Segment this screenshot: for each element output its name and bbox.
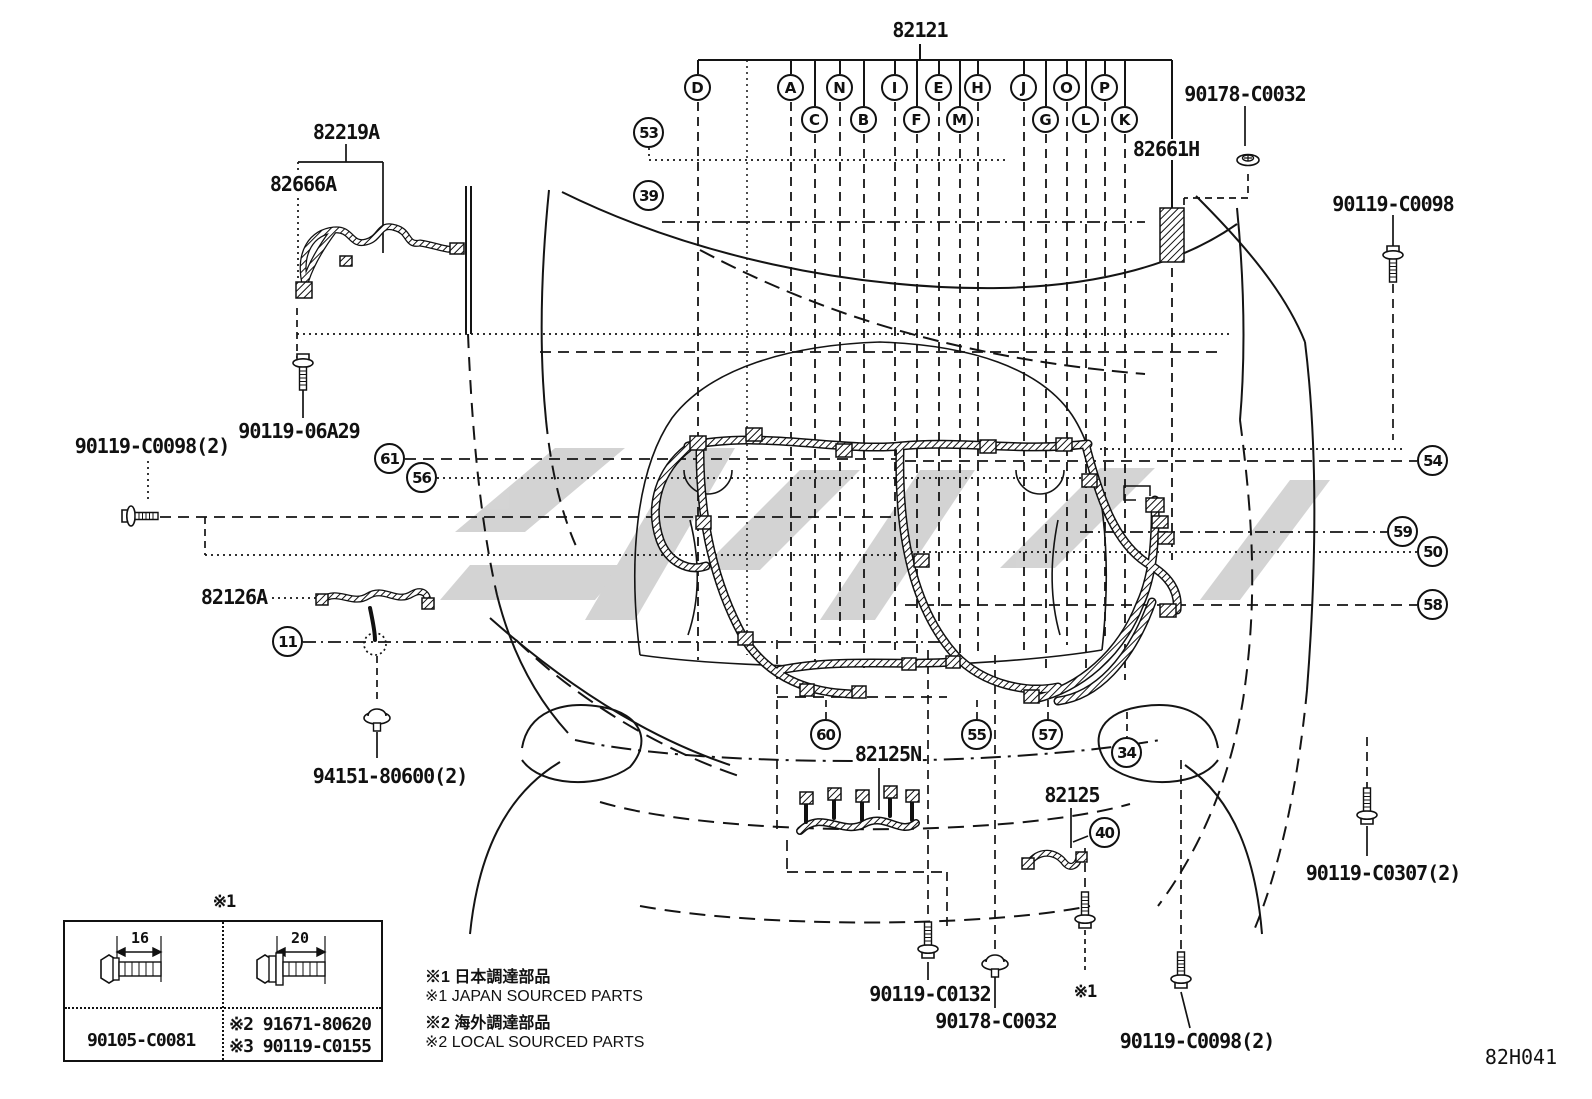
- bolt-icon-90119-C0132: [917, 921, 939, 959]
- callout-letter-H[interactable]: H: [964, 74, 991, 101]
- bolt-icon-90119-06A29: [292, 353, 314, 391]
- part-label-82126A[interactable]: 82126A: [198, 585, 270, 609]
- part-label-82661H[interactable]: 82661H: [1130, 137, 1202, 161]
- diagram-code: 82H041: [1482, 1045, 1560, 1069]
- part-label-90119-C0307[interactable]: 90119-C0307(2): [1303, 861, 1463, 885]
- callout-letter-L[interactable]: L: [1072, 106, 1099, 133]
- bolt-icon-90119-C0098-bottom: [1170, 951, 1192, 989]
- legend-jp-local-sourced: ※2 海外調達部品: [425, 1015, 551, 1032]
- table-ref-mark: ※1: [210, 892, 238, 912]
- connector-82661H: [1159, 207, 1185, 263]
- callout-number-53[interactable]: 53: [633, 117, 664, 148]
- callout-letter-M[interactable]: M: [946, 106, 973, 133]
- callout-letter-O[interactable]: O: [1053, 74, 1080, 101]
- callout-number-50[interactable]: 50: [1417, 536, 1448, 567]
- callout-letter-F[interactable]: F: [903, 106, 930, 133]
- callout-number-61[interactable]: 61: [374, 443, 405, 474]
- part-label-90119-06A29[interactable]: 90119-06A29: [236, 419, 362, 443]
- table-part-91671-80620[interactable]: ※2 91671-80620: [229, 1014, 372, 1035]
- part-label-82219A[interactable]: 82219A: [310, 120, 382, 144]
- part-label-90178-C0032-bottom[interactable]: 90178-C0032: [933, 1009, 1059, 1033]
- callout-tree: [697, 44, 1173, 680]
- table-part-90105-C0081[interactable]: 90105-C0081: [87, 1030, 196, 1051]
- part-label-90119-C0132[interactable]: 90119-C0132: [867, 982, 993, 1006]
- callout-number-34[interactable]: 34: [1111, 737, 1142, 768]
- part-label-90119-C0098-bottom[interactable]: 90119-C0098(2): [1117, 1029, 1277, 1053]
- callout-number-55[interactable]: 55: [961, 719, 992, 750]
- callout-number-56[interactable]: 56: [406, 462, 437, 493]
- part-label-94151-80600[interactable]: 94151-80600(2): [310, 764, 470, 788]
- callout-number-39[interactable]: 39: [633, 180, 664, 211]
- callout-letter-E[interactable]: E: [925, 74, 952, 101]
- table-bolt-drawings: [100, 936, 327, 986]
- table-row-divider: [65, 1007, 381, 1009]
- table-dim-16: 16: [131, 929, 150, 947]
- part-label-90119-C0098-right[interactable]: 90119-C0098: [1330, 192, 1456, 216]
- clip-icon-94151-80600: [363, 708, 391, 732]
- ref-mark-1-bottom: ※1: [1071, 982, 1099, 1002]
- table-column-divider: [222, 922, 224, 1060]
- table-dim-20: 20: [291, 929, 310, 947]
- car-body-outline: [465, 186, 1316, 936]
- callout-number-58[interactable]: 58: [1417, 589, 1448, 620]
- callout-letter-N[interactable]: N: [826, 74, 853, 101]
- part-label-82666A[interactable]: 82666A: [267, 172, 339, 196]
- callout-number-11[interactable]: 11: [272, 626, 303, 657]
- legend-en-local-sourced: ※2 LOCAL SOURCED PARTS: [425, 1034, 645, 1051]
- callout-number-59[interactable]: 59: [1387, 516, 1418, 547]
- callout-number-60[interactable]: 60: [810, 719, 841, 750]
- bolt-icon-90119-C0098-left: [121, 505, 159, 527]
- part-label-82125[interactable]: 82125: [1042, 783, 1102, 807]
- callout-letter-J[interactable]: J: [1010, 74, 1037, 101]
- fastener-icons: [121, 153, 1404, 989]
- callout-letter-I[interactable]: I: [881, 74, 908, 101]
- callout-number-40[interactable]: 40: [1089, 817, 1120, 848]
- clip-icon-90178-C0032-bottom: [981, 954, 1009, 978]
- part-label-82125N[interactable]: 82125N: [852, 742, 924, 766]
- watermark-logo: [440, 448, 1330, 620]
- part-label-90119-C0098-left[interactable]: 90119-C0098(2): [72, 434, 232, 458]
- callout-letter-C[interactable]: C: [801, 106, 828, 133]
- screw-icon-90178-C0032-top: [1236, 153, 1260, 167]
- page-title[interactable]: 82121: [890, 18, 950, 42]
- callout-number-57[interactable]: 57: [1032, 719, 1063, 750]
- callout-letter-G[interactable]: G: [1032, 106, 1059, 133]
- bolt-icon-90119-C0098-right: [1382, 245, 1404, 283]
- table-part-90119-C0155[interactable]: ※3 90119-C0155: [229, 1036, 372, 1057]
- callout-letter-A[interactable]: A: [777, 74, 804, 101]
- bolt-icon-90119-C0307: [1356, 787, 1378, 825]
- legend-jp-japan-sourced: ※1 日本調達部品: [425, 969, 551, 986]
- callout-number-54[interactable]: 54: [1417, 445, 1448, 476]
- callout-letter-B[interactable]: B: [850, 106, 877, 133]
- legend-en-japan-sourced: ※1 JAPAN SOURCED PARTS: [425, 988, 643, 1005]
- callout-letter-K[interactable]: K: [1111, 106, 1138, 133]
- callout-letter-D[interactable]: D: [684, 74, 711, 101]
- fastener-table: 16 20 90105-C0081 ※2 91671-80620 ※3 9011…: [63, 920, 383, 1062]
- callout-letter-P[interactable]: P: [1091, 74, 1118, 101]
- part-label-90178-C0032-top[interactable]: 90178-C0032: [1182, 82, 1308, 106]
- bolt-icon-ref1: [1074, 891, 1096, 929]
- harness-connectors: [295, 207, 1185, 870]
